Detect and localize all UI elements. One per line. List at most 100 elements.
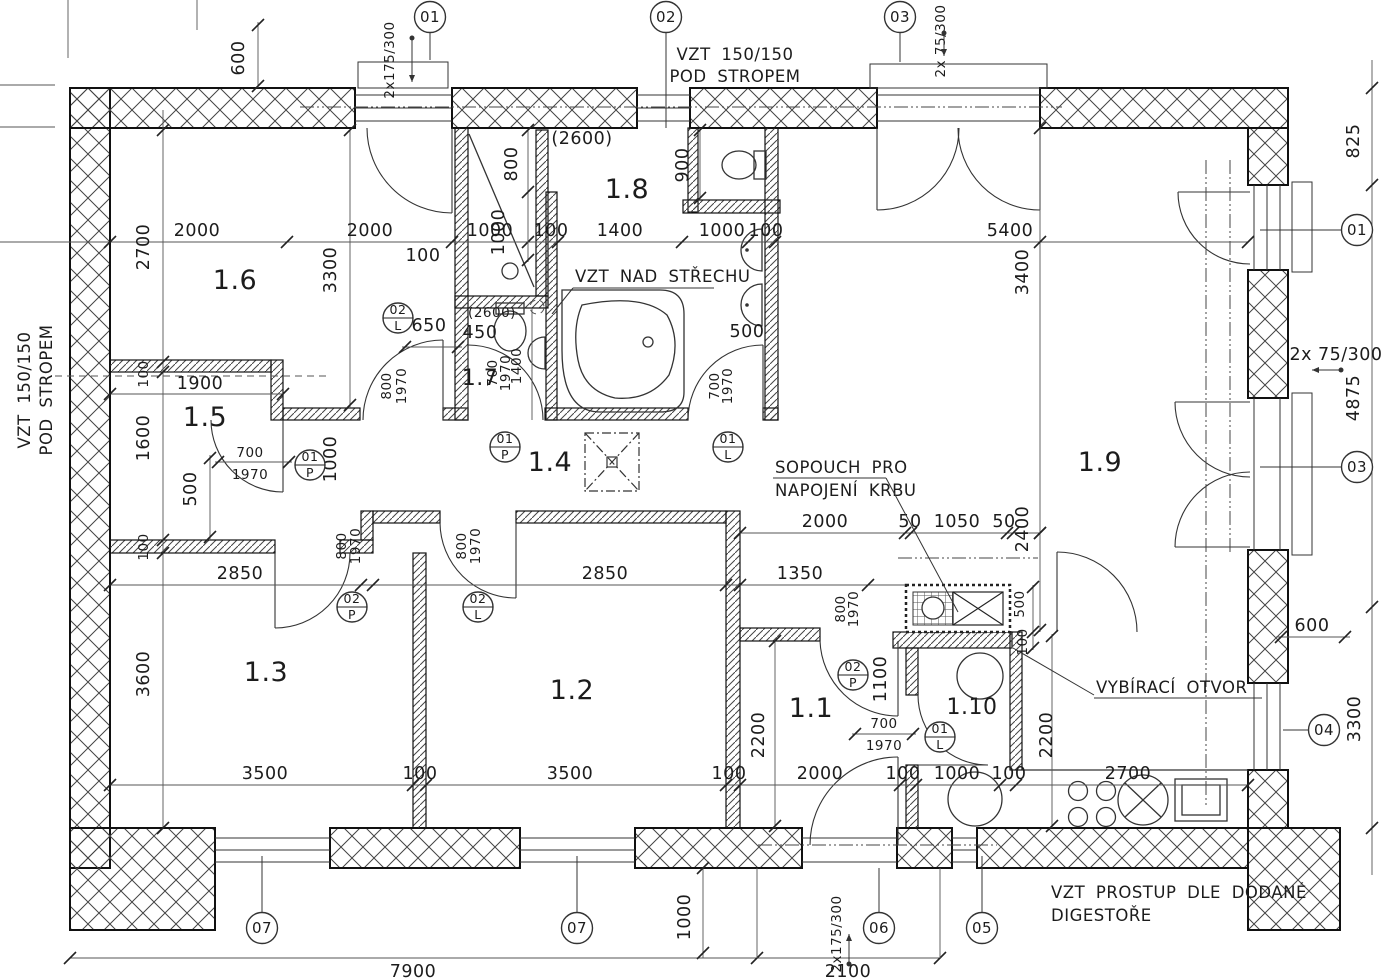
- dim-label: 2000: [802, 512, 849, 532]
- washer: [947, 771, 1003, 827]
- dim-label: 7900: [390, 962, 437, 980]
- entrance-door-leaf: [809, 756, 899, 846]
- partition: [515, 510, 727, 524]
- dim-label: 100: [136, 533, 152, 560]
- marker-02-top: [649, 0, 683, 34]
- wall-right-4: [1247, 769, 1289, 829]
- dim-label: 1000: [321, 436, 341, 483]
- door-marker-label: P: [501, 447, 509, 462]
- door-swing-1-6: [362, 339, 444, 421]
- room-label-1-7: 1.7: [462, 366, 499, 391]
- dim-label: 1600: [134, 415, 154, 462]
- dim-label: (2600): [468, 305, 516, 321]
- door-marker-label: 01: [932, 721, 949, 736]
- chimney-shaft-core: [606, 456, 618, 468]
- dim-label: (2600): [551, 129, 612, 149]
- duct-lines: [55, 106, 1231, 846]
- door-marker-02L-2: 02 L: [462, 591, 494, 623]
- note-vzt-left-line1: VZT 150/150: [15, 332, 34, 449]
- door-01-right-leaf: [1177, 191, 1251, 265]
- chimney-shaft-corridor: [584, 432, 640, 492]
- door-swing-1-1: [819, 640, 899, 717]
- door-marker-label: P: [849, 675, 857, 690]
- dim-label: 2700: [1105, 764, 1152, 784]
- ticks-right-chain: [1365, 81, 1379, 835]
- door-size: 1970: [468, 528, 484, 564]
- floor-drain: [529, 299, 545, 315]
- dim-label: 2700: [134, 224, 154, 271]
- interior-partitions: [109, 127, 1023, 829]
- dim-label: 1050: [934, 512, 981, 532]
- wall-bottom-1: [329, 827, 521, 869]
- dim-label: 2400: [1013, 506, 1033, 553]
- dimension-lines: [0, 0, 1379, 965]
- wall-bottom-corner-left: [69, 827, 216, 931]
- door-03-right-leaf-bottom: [1174, 471, 1251, 548]
- marker-06: [862, 911, 896, 945]
- note-vzt-ceiling-line1: VZT 150/150: [677, 45, 794, 64]
- interior-doors: [210, 339, 1138, 766]
- dim-label: 1000: [675, 894, 695, 941]
- marker-label: 01: [420, 8, 440, 26]
- room-label-1-9: 1.9: [1078, 447, 1122, 478]
- dim-label: 100: [406, 246, 441, 266]
- partition: [725, 510, 741, 829]
- bathtub-drain: [642, 336, 654, 348]
- door-size: 800: [454, 532, 470, 559]
- washbasin-2-tap: [745, 303, 749, 307]
- toilet-1-7: [493, 310, 527, 352]
- dim-label: 5400: [987, 221, 1034, 241]
- dim-label: 800: [502, 147, 522, 182]
- dim-label: 3600: [134, 651, 154, 698]
- dim-label: 3500: [242, 764, 289, 784]
- dim-label: 50: [992, 512, 1015, 532]
- door-marker-label: P: [306, 465, 314, 480]
- note-vzt-ceiling-line2: POD STROPEM: [669, 67, 800, 86]
- note-digestor-line1: VZT PROSTUP DLE DODANÉ: [1051, 883, 1307, 902]
- note-vzt-left-line2: POD STROPEM: [37, 324, 56, 455]
- note-sopouch-line1: SOPOUCH PRO: [775, 458, 908, 477]
- marker-label: 03: [1347, 458, 1367, 476]
- door-01-top-leaf: [366, 127, 453, 214]
- annotations: VZT 150/150 POD STROPEM VZT 150/150 POD …: [15, 30, 1344, 967]
- door-marker-label: L: [394, 318, 401, 333]
- door-03-leaf-right: [957, 127, 1041, 211]
- door-size: 800: [334, 532, 350, 559]
- door-marker-label: 02: [390, 302, 407, 317]
- door-marker-label: 01: [720, 431, 737, 446]
- stove-burner: [1067, 780, 1089, 802]
- marker-05: [965, 911, 999, 945]
- partition: [109, 539, 276, 554]
- dim-label: 900: [673, 148, 693, 183]
- room-label-1-2: 1.2: [550, 675, 594, 706]
- door-size: 700: [236, 445, 263, 461]
- door-03-right-leaf-top: [1174, 401, 1251, 478]
- dim-label: 825: [1344, 124, 1364, 159]
- marker-03-top: [883, 0, 917, 34]
- door-03-leaf-left: [876, 127, 960, 211]
- door-marker-02P-2: 02 P: [837, 659, 869, 691]
- partition: [372, 510, 441, 524]
- dim-label: 450: [463, 323, 498, 343]
- dim-label: 1000: [699, 221, 746, 241]
- door-marker-02P: 02 P: [336, 591, 368, 623]
- window-01-right-sill: [1291, 181, 1313, 273]
- door-03-right: [1253, 398, 1281, 550]
- dim-label: 1000: [467, 221, 514, 241]
- door-03-right-sill: [1291, 392, 1313, 556]
- dim-label: 1100: [871, 656, 891, 703]
- door-size: 1970: [394, 368, 410, 404]
- door-swing-1-3: [274, 552, 351, 629]
- partition: [764, 127, 779, 421]
- room-label-1-5: 1.5: [183, 402, 227, 433]
- note-vybiraci: VYBÍRACÍ OTVOR: [1096, 678, 1248, 697]
- wall-bottom-corner-right: [1247, 827, 1341, 931]
- dim-label: 4875: [1344, 375, 1364, 422]
- note-vzt-roof: VZT NAD STŘECHU: [575, 267, 750, 286]
- windows-and-doors: [215, 61, 1313, 863]
- marker-label: 01: [1347, 221, 1367, 239]
- marker-07-a: [245, 911, 279, 945]
- stove-burner: [1095, 780, 1117, 802]
- door-marker-02L: 02 L: [382, 302, 414, 334]
- dim-label: 2850: [582, 564, 629, 584]
